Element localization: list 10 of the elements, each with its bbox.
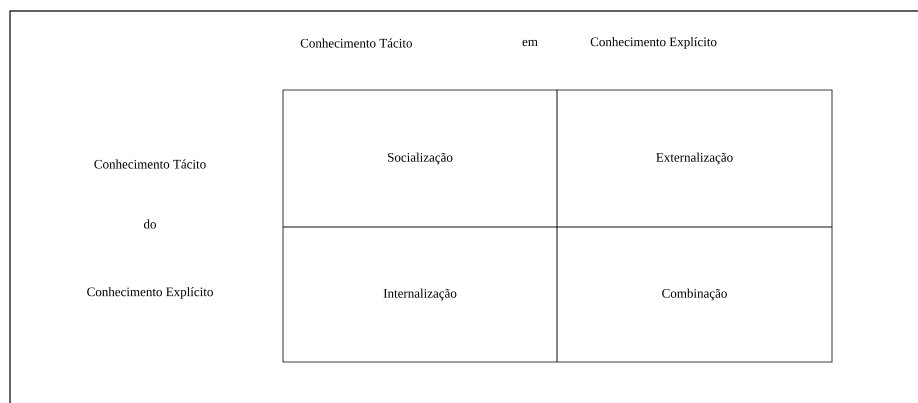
axis-label: Conhecimento Explícito (87, 287, 213, 299)
axis-label: Conhecimento Tácito (94, 159, 206, 169)
axis-label: do (144, 219, 156, 229)
matrix-cell: Externalização (556, 90, 832, 228)
matrix-cell: Combinação (556, 226, 832, 362)
axis-label: Conhecimento Tácito (300, 38, 412, 48)
matrix-cell: Internalização (282, 226, 558, 362)
axis-label: Conhecimento Explícito (590, 37, 716, 49)
matrix-cell: Socialização (282, 90, 558, 228)
axis-label: em (522, 40, 538, 46)
